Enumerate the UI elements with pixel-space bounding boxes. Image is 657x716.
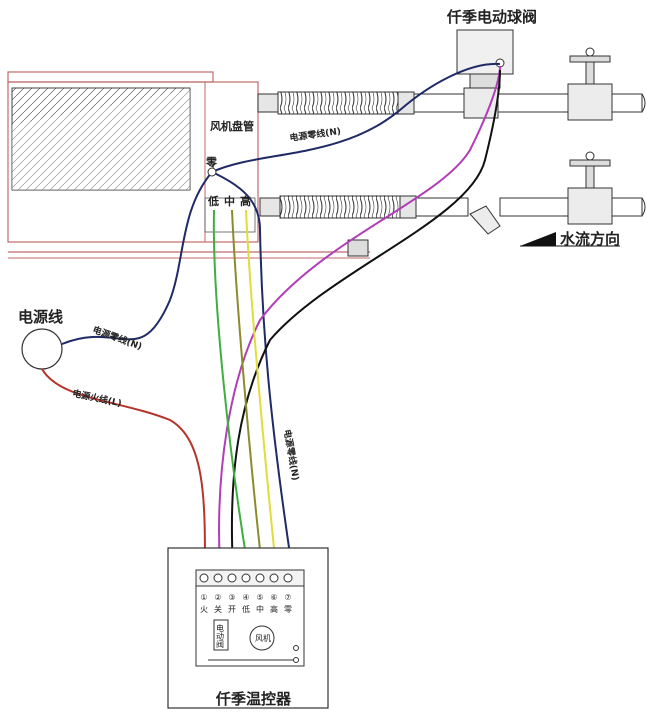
zero-terminal-icon: [207, 167, 217, 177]
neutral-wire-source: [61, 171, 213, 345]
power-source-icon: [21, 328, 63, 370]
live-wire: [41, 368, 206, 569]
high-label: 高: [240, 194, 251, 208]
live-label: 电源火线(L): [71, 387, 122, 409]
flow-arrow-icon: [520, 232, 556, 246]
flow-label: 水流方向: [560, 230, 620, 248]
zero-label: 零: [205, 156, 218, 169]
terminal-screw-icon: [199, 573, 209, 583]
terminal-name: 高: [270, 604, 278, 614]
terminal-number: ⑦: [284, 593, 291, 602]
terminal-number: ②: [214, 593, 221, 602]
manual-valve-lower: [569, 151, 611, 189]
terminal-number: ③: [228, 593, 235, 602]
power-source-label: 电源线: [18, 308, 63, 326]
terminal-name: 中: [256, 604, 264, 614]
terminal-name: 关: [214, 604, 222, 614]
valve-open-wire: [218, 65, 501, 569]
terminal-name: 低: [242, 604, 250, 614]
wires: [41, 62, 501, 569]
terminal-number: ⑥: [270, 593, 277, 602]
coil-label: 风机盘管: [210, 119, 254, 133]
mid-label: 中: [224, 194, 235, 208]
terminal-screw-icon: [241, 573, 251, 583]
neutral-wire-valve: [211, 62, 501, 173]
high-speed-wire: [245, 209, 277, 569]
terminal-screw-icon: [227, 573, 237, 583]
return-pipe: [259, 187, 646, 235]
terminal-number: ④: [242, 593, 249, 602]
neutral-wire-controller: [211, 171, 293, 569]
terminal-number: ①: [200, 593, 207, 602]
terminal-screw-icon: [255, 573, 265, 583]
controller-title: 仟季温控器: [215, 690, 292, 708]
terminal-name: 开: [228, 605, 236, 614]
fan-box-label: 风机: [255, 633, 271, 643]
thermostat-controller: [167, 547, 329, 709]
terminal-screw-icon: [269, 573, 279, 583]
electric-ball-valve: [456, 29, 514, 89]
neutral-label-vertical: 电源零线(N): [281, 428, 302, 481]
low-speed-wire: [212, 209, 249, 569]
supply-pipe: [257, 83, 646, 121]
terminal-screw-icon: [213, 573, 223, 583]
terminal-screw-icon: [283, 573, 293, 583]
manual-valve-upper: [569, 47, 611, 85]
valve-box-label: 电动阀: [216, 623, 225, 649]
terminal-name: 火: [200, 605, 208, 614]
valve-title: 仟季电动球阀: [446, 8, 537, 26]
terminal-name: 零: [284, 605, 292, 614]
valve-close-wire: [230, 69, 501, 569]
mid-speed-wire: [231, 209, 263, 569]
low-label: 低: [207, 194, 219, 208]
neutral-label-top: 电源零线(N): [289, 125, 342, 144]
terminal-number: ⑤: [256, 593, 263, 602]
terminal-labels: ① 火② 关③ 开④ 低⑤ 中⑥ 高⑦ 零: [200, 593, 292, 614]
fan-coil-unit: [7, 71, 370, 259]
